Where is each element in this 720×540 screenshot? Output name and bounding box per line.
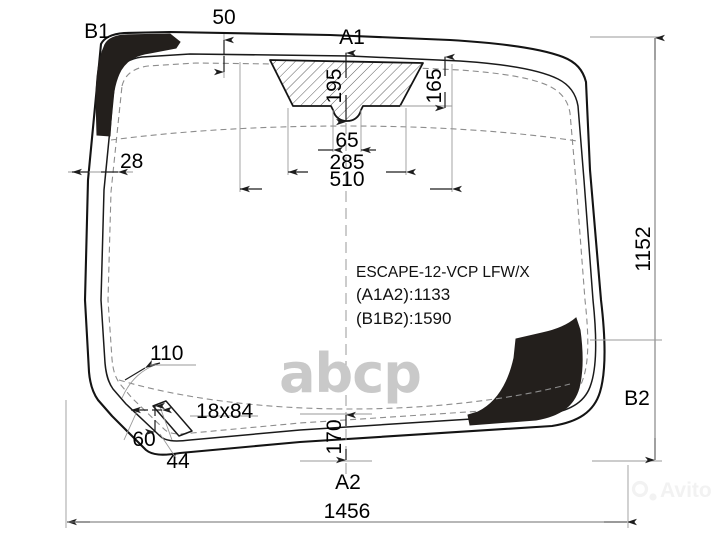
- dimension-label-170: 170: [323, 419, 346, 454]
- avito-logo-dot-icon: [649, 493, 657, 501]
- dimension-notch-65: 65: [318, 110, 376, 154]
- dimension-bottom-band-170: 170: [300, 411, 372, 464]
- label-b1: B1: [84, 20, 110, 43]
- dimension-label-50: 50: [212, 6, 235, 29]
- glass-inner-contour: [100, 53, 597, 442]
- watermark-abcp-text: abcp: [279, 342, 421, 405]
- dimension-label-18x84: 18x84: [196, 400, 254, 423]
- dimension-sensor-offset-44: 44: [145, 402, 190, 473]
- dimension-label-1152: 1152: [632, 226, 655, 271]
- dimension-corner-radius-110: 110: [121, 342, 196, 399]
- watermark-avito-text: Avito: [660, 479, 712, 502]
- dimension-mirror-top-510: 510: [239, 62, 462, 193]
- label-a1: A1: [339, 26, 365, 49]
- dimension-mirror-base-285: 285: [287, 108, 416, 176]
- glass-outer-contour: [83, 30, 606, 456]
- dimension-sensor-window-18x84: 18x84: [190, 400, 258, 423]
- dimension-mirror-height-195: 195: [323, 49, 356, 126]
- avito-logo-icon: [631, 480, 649, 498]
- dimension-label-510: 510: [329, 168, 364, 191]
- dimension-label-165: 165: [423, 68, 446, 103]
- label-a1-group: A1: [339, 26, 365, 49]
- dimension-label-285: 285: [329, 151, 364, 174]
- label-b2-group: B2: [590, 339, 662, 410]
- label-b2: B2: [624, 387, 650, 410]
- ceramic-frit-dashed-border: [107, 62, 589, 435]
- sensor-window-rect: [152, 400, 193, 437]
- dimension-label-60: 60: [132, 428, 155, 451]
- watermark-abcp: abcp: [279, 342, 422, 405]
- dimension-165: 165: [400, 53, 455, 112]
- label-a2: A2: [335, 471, 361, 494]
- dimension-label-1456: 1456: [324, 500, 371, 523]
- dimension-overall-width-1456: 1456: [65, 400, 637, 528]
- dimension-label-65: 65: [335, 129, 358, 152]
- lower-hidden-curve: [118, 379, 571, 410]
- label-a2-group: A2: [335, 471, 361, 494]
- part-number-text-block: ESCAPE-12-VCP LFW/X (A1A2):1133 (B1B2):1…: [356, 264, 530, 328]
- dimension-label-195: 195: [323, 68, 346, 103]
- dimension-top-band-50: 50: [212, 6, 236, 78]
- chord-b1b2: (B1B2):1590: [356, 309, 451, 328]
- dimension-sensor-offset-60: 60: [123, 403, 173, 451]
- label-b1-group: B1: [84, 20, 110, 43]
- dimension-label-44: 44: [166, 450, 190, 473]
- dimension-label-28: 28: [120, 150, 143, 173]
- dimension-left-band-28: 28: [68, 150, 143, 176]
- chord-a1a2: (A1A2):1133: [356, 285, 450, 304]
- dimension-overall-height-1152: 1152: [590, 34, 665, 464]
- watermark-avito: Avito: [631, 479, 712, 502]
- part-number: ESCAPE-12-VCP LFW/X: [356, 264, 530, 281]
- dimension-label-110: 110: [150, 342, 183, 365]
